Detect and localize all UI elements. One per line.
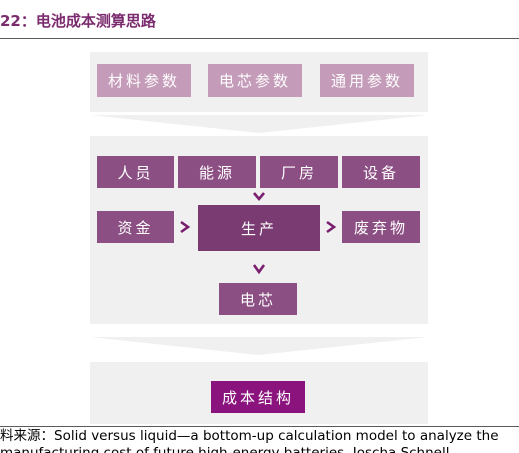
- flow-chevron-top: [90, 115, 428, 133]
- plant-box: 厂房: [260, 156, 338, 188]
- title-divider: [0, 38, 519, 39]
- cost-structure-box: 成本结构: [211, 381, 305, 413]
- equipment-box: 设备: [342, 156, 420, 188]
- personnel-box: 人员: [97, 156, 174, 188]
- energy-box: 能源: [178, 156, 256, 188]
- source-divider: [0, 426, 519, 427]
- materials-parameters-box: 材料参数: [97, 64, 191, 97]
- waste-box: 废弃物: [342, 211, 420, 243]
- arrow-down-to-production: [253, 192, 265, 202]
- capital-box: 资金: [97, 211, 174, 243]
- flow-chevron-bottom: [90, 337, 428, 355]
- general-parameters-box: 通用参数: [320, 64, 414, 97]
- source-text-line2: manufacturing cost of future high-energy…: [0, 445, 450, 453]
- figure-title: 22：电池成本测算思路: [0, 12, 156, 30]
- production-box: 生产: [198, 205, 320, 251]
- cell-parameters-box: 电芯参数: [208, 64, 302, 97]
- cell-box: 电芯: [219, 283, 297, 315]
- source-note: 料来源：Solid versus liquid—a bottom-up calc…: [0, 428, 519, 453]
- source-label: 料来源：: [0, 428, 54, 444]
- arrow-down-to-cell: [252, 264, 266, 275]
- arrow-right-to-waste: [326, 220, 337, 234]
- arrow-right-to-production: [180, 220, 191, 234]
- source-text: Solid versus liquid—a bottom-up calculat…: [54, 428, 499, 444]
